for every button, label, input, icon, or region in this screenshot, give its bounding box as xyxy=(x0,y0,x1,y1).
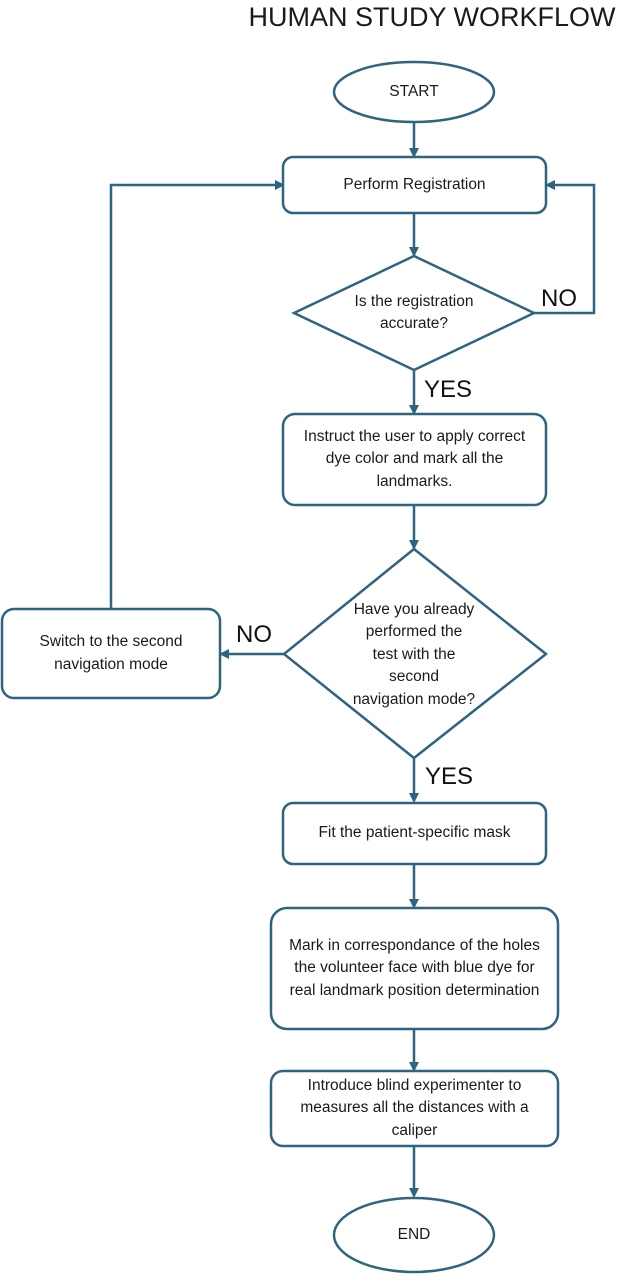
accuracy-yes-label: YES xyxy=(424,376,473,403)
accuracy-no-label: NO xyxy=(541,285,577,312)
instruct-box xyxy=(281,412,548,507)
switch-mode-box xyxy=(0,607,222,700)
instruct-label: Instruct the user to apply correct dye c… xyxy=(303,427,526,490)
start-terminator xyxy=(332,60,496,124)
registration-label: Perform Registration xyxy=(343,175,486,193)
second-mode-decision xyxy=(282,547,549,760)
mark-holes-box xyxy=(269,906,560,1031)
edge-switch-to-registration xyxy=(109,180,285,608)
end-terminator xyxy=(332,1196,496,1274)
fit-mask-label: Fit the patient-specific mask xyxy=(318,824,511,842)
registration-box xyxy=(281,155,548,215)
end-label: END xyxy=(397,1225,431,1243)
start-label: START xyxy=(389,82,439,100)
blind-experimenter-box xyxy=(269,1069,560,1148)
second-mode-no-label: NO xyxy=(236,621,272,648)
second-mode-yes-label: YES xyxy=(425,763,474,790)
blind-experimenter-label: Introduce blind experimenter to measures… xyxy=(300,1076,529,1139)
diagram-title: HUMAN STUDY WORKFLOW xyxy=(248,2,616,32)
accuracy-decision xyxy=(291,254,537,372)
fit-mask-box xyxy=(281,801,548,866)
mark-holes-label: Mark in correspondance of the holes the … xyxy=(289,936,540,999)
switch-mode-label: Switch to the second navigation mode xyxy=(39,633,183,673)
edge-accuracy-no-loop xyxy=(534,180,596,315)
second-mode-label: Have you already performed the test with… xyxy=(352,600,476,708)
accuracy-label: Is the registration accurate? xyxy=(354,292,474,333)
